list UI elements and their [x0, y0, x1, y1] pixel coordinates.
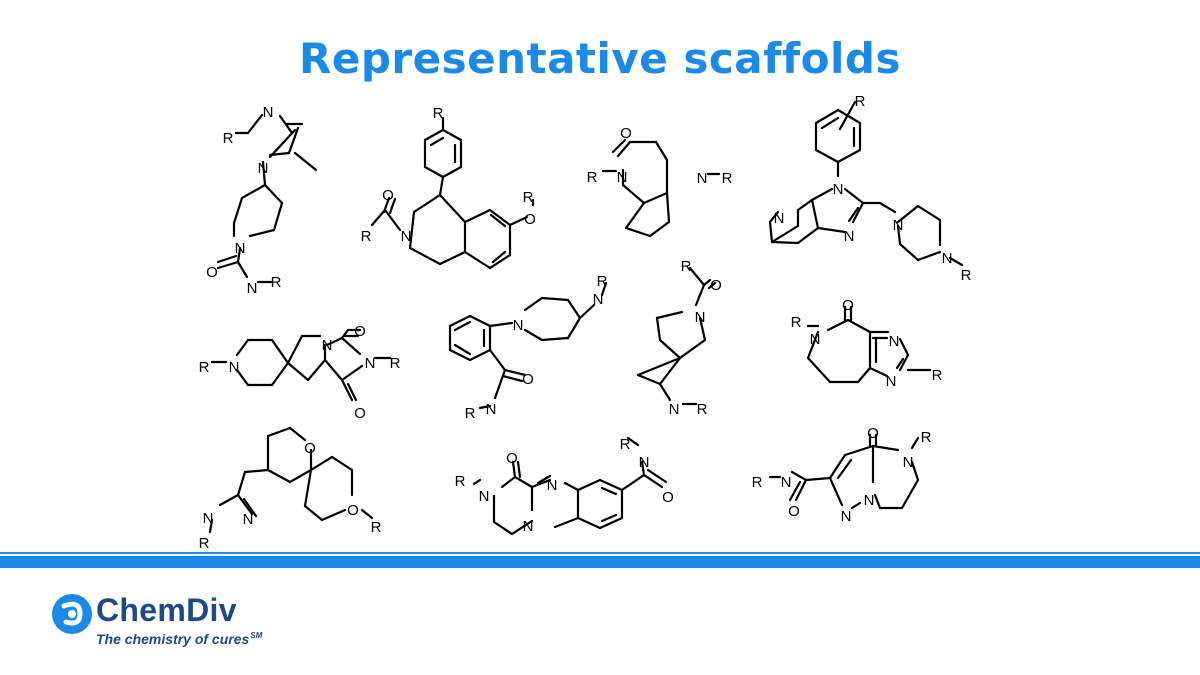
atom-label: R — [932, 367, 943, 384]
footer-divider-thin — [0, 552, 1200, 554]
atom-label: O — [206, 264, 218, 281]
atom-label: O — [506, 450, 518, 467]
atom-label: R — [921, 429, 932, 446]
tagline-text: The chemistry of cures — [96, 631, 250, 647]
atom-label: N — [695, 309, 706, 326]
atom-label: R — [199, 535, 210, 552]
atom-label: O — [842, 297, 854, 314]
atom-label: N — [781, 474, 792, 491]
footer-band — [0, 552, 1200, 568]
atom-label: N — [593, 291, 604, 308]
atom-label: R — [465, 405, 476, 422]
atom-label: N — [810, 331, 821, 348]
atom-label: O — [620, 125, 632, 142]
atom-label: R — [223, 130, 234, 147]
atom-label: N — [844, 228, 855, 245]
atom-label: R — [681, 258, 692, 275]
atom-label: O — [867, 425, 879, 442]
atom-label: O — [522, 371, 534, 388]
service-mark: SM — [250, 631, 263, 640]
atom-label: N — [833, 181, 844, 198]
atom-label: N — [479, 488, 490, 505]
atom-label: N — [401, 228, 412, 245]
atom-label: N — [203, 510, 214, 527]
atom-label: R — [587, 169, 598, 186]
atom-label: O — [662, 489, 674, 506]
chemdiv-logo-name: ChemDiv — [96, 592, 237, 628]
atom-label: O — [382, 187, 394, 204]
atom-label: N — [258, 160, 269, 177]
atom-label: R — [722, 170, 733, 187]
atom-label: O — [354, 323, 366, 340]
atom-label: R — [791, 314, 802, 331]
atom-label: N — [243, 511, 254, 528]
atom-label: R — [371, 519, 382, 536]
atom-label: N — [513, 317, 524, 334]
slide-title: Representative scaffolds — [299, 34, 901, 83]
atom-label: R — [855, 93, 866, 110]
chemdiv-logo: ChemDiv The chemistry of curesSM — [50, 590, 290, 660]
atom-label: O — [304, 440, 316, 457]
atom-label: O — [354, 405, 366, 422]
atom-label: R — [620, 436, 631, 453]
atom-label: N — [235, 240, 246, 257]
atom-label: N — [903, 454, 914, 471]
atom-label: N — [697, 170, 708, 187]
atom-label: O — [788, 503, 800, 520]
atom-label: N — [669, 401, 680, 418]
atom-label: N — [523, 518, 534, 535]
atom-label: N — [886, 373, 897, 390]
atom-label: N — [263, 104, 274, 121]
atom-label: R — [961, 267, 972, 284]
atom-label: N — [486, 401, 497, 418]
atom-label: O — [347, 502, 359, 519]
atom-label: R — [455, 473, 466, 490]
atom-label: R — [199, 359, 210, 376]
atom-label: N — [864, 492, 875, 509]
atom-label: R — [361, 228, 372, 245]
chemdiv-logo-tagline: The chemistry of curesSM — [96, 630, 262, 648]
atom-label: R — [752, 474, 763, 491]
atom-label: N — [942, 250, 953, 267]
atom-label: N — [774, 210, 785, 227]
atom-label: N — [229, 359, 240, 376]
atom-label: N — [841, 508, 852, 525]
atom-label: N — [365, 355, 376, 372]
atom-label: R — [390, 355, 401, 372]
chemdiv-logo-icon — [52, 594, 92, 634]
atom-label: N — [322, 337, 333, 354]
atom-label: O — [710, 277, 722, 294]
atom-label: R — [271, 274, 282, 291]
atom-label: R — [697, 401, 708, 418]
atom-label: N — [893, 217, 904, 234]
atom-label: N — [889, 333, 900, 350]
atom-label: N — [247, 280, 258, 297]
atom-label: R — [523, 189, 534, 206]
atom-label: R — [597, 273, 608, 290]
atom-label: R — [433, 105, 444, 122]
footer-divider-thick — [0, 556, 1200, 568]
atom-label: O — [524, 211, 536, 228]
atom-label: N — [547, 477, 558, 494]
atom-label: N — [639, 454, 650, 471]
atom-label: N — [617, 169, 628, 186]
